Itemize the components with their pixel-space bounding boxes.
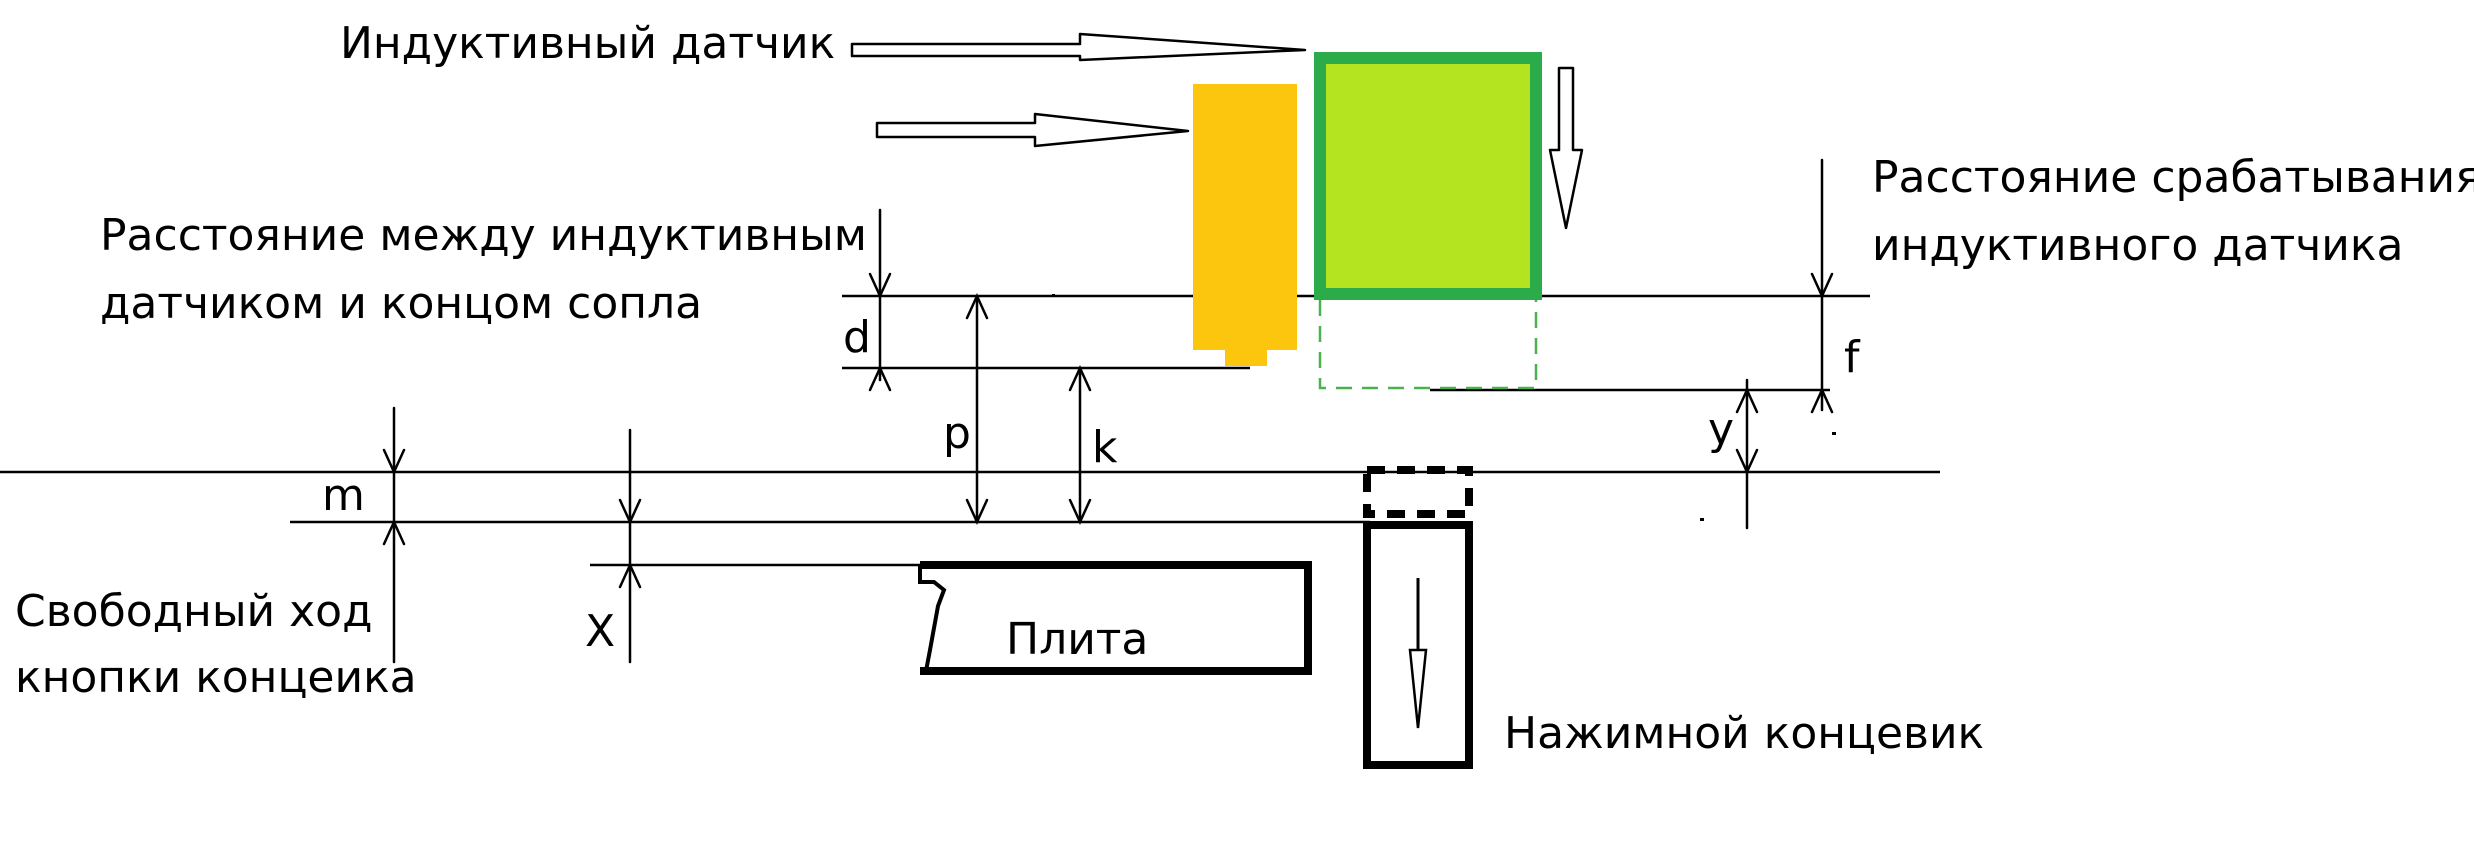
label-inductive-sensor: Индуктивный датчик bbox=[340, 18, 835, 69]
symbol-y: y bbox=[1708, 404, 1734, 455]
dimension-y bbox=[1735, 378, 1759, 530]
switch-body bbox=[1363, 521, 1473, 769]
label-trigger-distance-1: Расстояние срабатывания bbox=[1872, 152, 2474, 203]
sensor-pointer-arrow bbox=[850, 32, 1307, 62]
sensor-trigger-zone bbox=[1318, 300, 1538, 390]
sensor-body bbox=[1314, 52, 1542, 300]
nozzle-tip bbox=[1225, 350, 1267, 366]
label-free-travel-1: Свободный ход bbox=[15, 586, 373, 637]
symbol-d: d bbox=[843, 312, 871, 363]
inductive-sensor bbox=[1314, 52, 1542, 390]
switch-arrowhead bbox=[1408, 648, 1428, 729]
dimension-d bbox=[868, 208, 892, 392]
dimension-f bbox=[1810, 158, 1834, 414]
dimension-lines bbox=[382, 158, 1834, 664]
symbol-x: X bbox=[585, 606, 615, 657]
label-trigger-distance-2: индуктивного датчика bbox=[1872, 220, 2403, 271]
nozzle-body bbox=[1193, 84, 1297, 350]
symbol-p: p bbox=[943, 408, 971, 459]
nozzle bbox=[1193, 84, 1297, 366]
plate bbox=[918, 561, 1312, 675]
text-labels: Индуктивный датчик Расстояние между инду… bbox=[15, 18, 2474, 759]
dimension-p bbox=[965, 292, 989, 526]
nozzle-pointer-arrow bbox=[875, 112, 1190, 148]
dimension-k bbox=[1068, 364, 1092, 526]
symbol-m: m bbox=[322, 470, 365, 521]
dimension-m bbox=[382, 406, 406, 664]
switch-button bbox=[1363, 466, 1473, 518]
label-plate: Плита bbox=[1006, 614, 1148, 665]
symbol-f: f bbox=[1844, 332, 1861, 383]
plate-break-edge bbox=[918, 565, 947, 672]
pointer-arrows bbox=[850, 32, 1584, 230]
label-limit-switch: Нажимной концевик bbox=[1504, 708, 1984, 759]
symbol-k: k bbox=[1092, 422, 1118, 473]
label-sensor-distance-1: Расстояние между индуктивным bbox=[100, 210, 867, 261]
stray-dots bbox=[1052, 294, 1836, 521]
down-arrow bbox=[1548, 66, 1584, 230]
dimension-x bbox=[618, 428, 642, 664]
limit-switch bbox=[1363, 466, 1473, 769]
label-free-travel-2: кнопки концеика bbox=[15, 652, 417, 703]
label-sensor-distance-2: датчиком и концом сопла bbox=[100, 278, 702, 329]
plate-outline bbox=[920, 561, 1312, 675]
reference-lines bbox=[0, 294, 1940, 567]
